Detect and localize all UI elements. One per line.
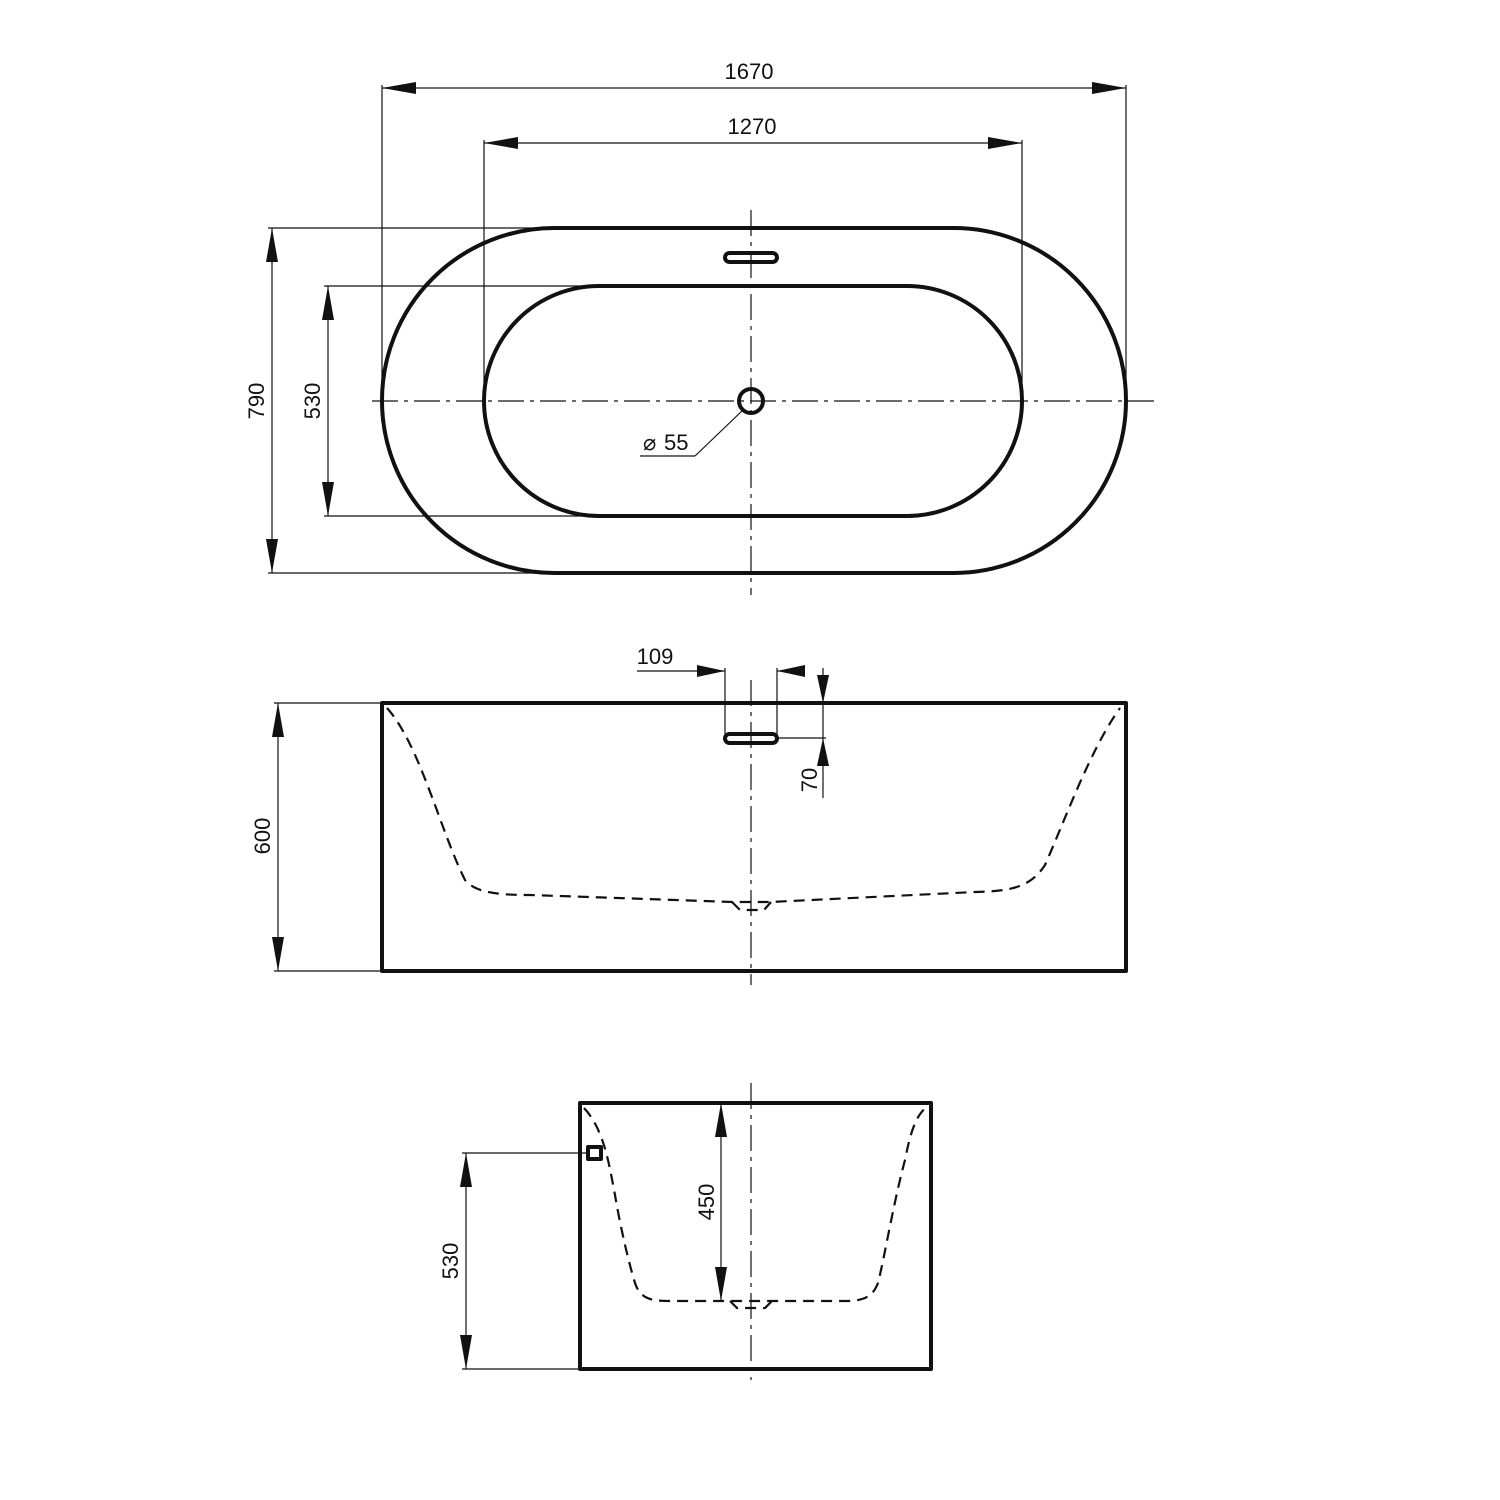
dim-width-overall: 790 [244,227,555,574]
dim-length-overall: 1670 [381,59,1127,401]
dim-depth: 450 [694,1103,727,1301]
dim-overflow-height-label: 530 [438,1243,463,1280]
side-body [578,1101,933,1371]
overflow-side [586,1145,603,1161]
front-view: 109 70 600 [250,644,1128,985]
side-inner-hidden-profile [583,1105,929,1303]
dim-length-inner: 1270 [483,114,1023,401]
dim-overflow-width: 109 [637,644,805,734]
dim-length-inner-label: 1270 [728,114,777,139]
front-drain-hidden [731,901,772,912]
dim-drain-symbol: ⌀ [643,430,656,455]
dim-depth-label: 450 [694,1184,719,1221]
front-body [380,701,1128,973]
dim-drain-diameter: ⌀ 55 [640,409,744,457]
dim-drain-diameter-label: 55 [664,430,688,455]
dim-width-overall-label: 790 [244,383,269,420]
top-view: 1670 1270 790 530 [244,59,1155,595]
dim-overflow-height: 530 [438,1152,588,1370]
dim-length-overall-label: 1670 [725,59,774,84]
dim-height: 600 [250,702,382,972]
dim-height-label: 600 [250,818,275,855]
dim-overflow-offset-label: 70 [797,768,822,792]
dim-width-inner: 530 [300,285,600,517]
dim-overflow-width-label: 109 [637,644,674,669]
front-inner-hidden-profile [386,707,1121,904]
side-view: 450 530 [438,1083,933,1380]
dim-overflow-offset: 70 [777,668,829,798]
dim-width-inner-label: 530 [300,383,325,420]
